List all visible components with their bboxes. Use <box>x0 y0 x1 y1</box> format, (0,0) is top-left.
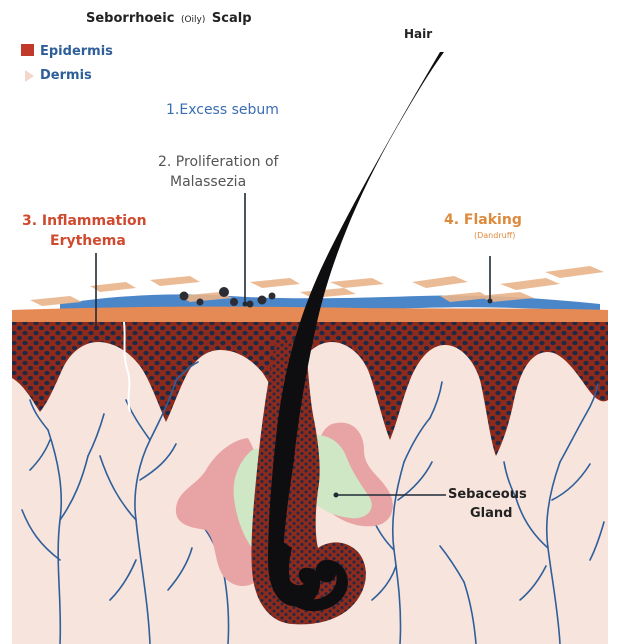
label-flaking: 4. Flaking <box>444 212 522 228</box>
leader-dot-flaking <box>488 299 493 304</box>
label-proliferation-line1: 2. Proliferation of <box>158 154 280 170</box>
leader-dot-sebaceous <box>334 493 339 498</box>
label-hair: Hair <box>404 27 432 41</box>
leader-dot-malassezia <box>243 302 248 307</box>
legend-label-epidermis: Epidermis <box>40 44 113 59</box>
label-inflammation-line2: Erythema <box>50 233 126 249</box>
label-inflammation-line1: 3. Inflammation <box>22 213 147 229</box>
label-sebaceous-line1: Sebaceous <box>448 487 527 502</box>
label-flaking-sub: (Dandruff) <box>474 231 515 240</box>
legend-swatch-epidermis <box>21 44 34 56</box>
legend-label-dermis: Dermis <box>40 68 92 83</box>
label-excess-sebum: 1.Excess sebum <box>166 102 279 118</box>
label-sebaceous-line2: Gland <box>470 506 512 521</box>
label-proliferation-line2: Malassezia <box>170 174 246 190</box>
diagram-title: Seborrhoeic (Oily) Scalp <box>86 11 252 26</box>
